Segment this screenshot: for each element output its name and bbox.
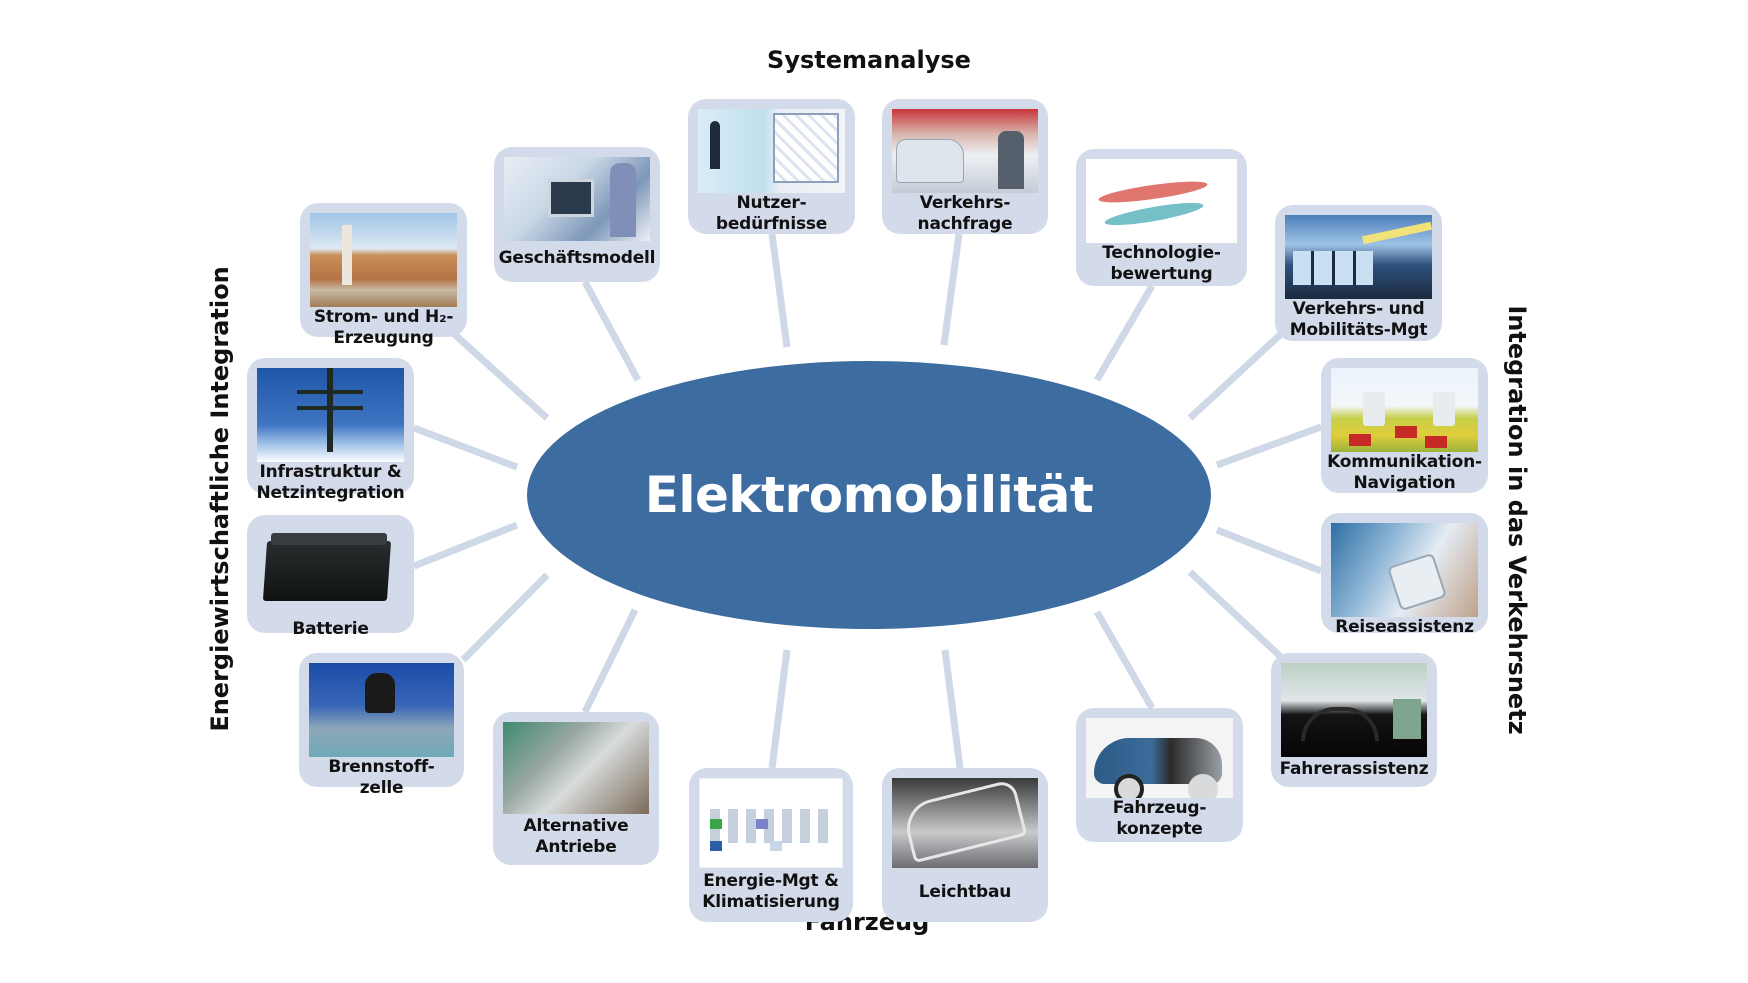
connector-nutzer: [768, 233, 791, 348]
connector-kommunikation: [1215, 423, 1323, 469]
connector-alternative: [581, 608, 639, 714]
node-label: Brennstoff- zelle: [328, 757, 435, 798]
node-fahrzeugkonzepte[interactable]: Fahrzeug- konzepte: [1076, 708, 1243, 842]
group-title-energiewirtschaft: Energiewirtschaftliche Integration: [206, 266, 234, 732]
group-title-fahrzeug: Fahrzeug: [804, 908, 930, 936]
connector-brennstoffzelle: [460, 572, 550, 663]
node-label: Verkehrs- nachfrage: [917, 193, 1013, 234]
group-title-verkehrsnetz: Integration in das Verkehrsnetz: [1503, 305, 1531, 735]
power-pylon-icon: [257, 368, 404, 462]
connector-energiemgt: [768, 649, 791, 769]
engine-icon: [503, 722, 649, 814]
node-verkehrsnachfrage[interactable]: Verkehrs- nachfrage: [882, 99, 1048, 234]
connector-verkehrsmgt: [1187, 330, 1285, 421]
node-label: Leichtbau: [918, 881, 1012, 902]
node-energie-mgt[interactable]: Energie-Mgt & Klimatisierung: [689, 768, 853, 922]
node-label: Alternative Antriebe: [523, 815, 629, 857]
node-label: Infrastruktur & Netzintegration: [256, 462, 405, 503]
connector-geschaeftsmodell: [581, 280, 642, 382]
node-label: Strom- und H₂- Erzeugung: [313, 307, 454, 348]
connector-reiseassistenz: [1215, 526, 1323, 575]
node-label: Fahrzeug- konzepte: [1112, 798, 1207, 839]
driving-simulator-icon: [1281, 663, 1427, 757]
node-batterie[interactable]: Batterie: [247, 515, 414, 639]
node-technologiebewertung[interactable]: Technologie- bewertung: [1076, 149, 1247, 286]
communication-network-icon: [1331, 368, 1478, 452]
connector-leichtbau: [941, 649, 964, 769]
street-traffic-icon: [892, 109, 1038, 193]
node-label: Technologie- bewertung: [1102, 243, 1221, 284]
control-room-icon: [1285, 215, 1432, 299]
node-leichtbau[interactable]: Leichtbau: [882, 768, 1048, 922]
node-label: Verkehrs- und Mobilitäts-Mgt: [1289, 299, 1428, 340]
connector-technologie: [1093, 284, 1156, 382]
node-geschaeftsmodell[interactable]: Geschäftsmodell: [494, 147, 660, 282]
office-laptop-icon: [504, 157, 650, 241]
connector-fahrzeugkonzepte: [1093, 610, 1156, 710]
battery-icon: [257, 525, 404, 619]
node-brennstoffzelle[interactable]: Brennstoff- zelle: [299, 653, 464, 798]
node-label: Nutzer- bedürfnisse: [715, 193, 828, 234]
smartphone-travel-icon: [1331, 523, 1478, 617]
node-label: Batterie: [292, 619, 369, 639]
node-label: Kommunikation- Navigation: [1327, 452, 1482, 493]
connector-batterie: [412, 521, 519, 570]
connector-fahrerassistenz: [1187, 569, 1285, 661]
node-label: Reiseassistenz: [1335, 617, 1474, 637]
node-label: Fahrerassistenz: [1279, 758, 1429, 779]
node-verkehrs-mobilitaets-mgt[interactable]: Verkehrs- und Mobilitäts-Mgt: [1275, 205, 1442, 341]
solar-tower-icon: [310, 213, 457, 307]
group-title-systemanalyse: Systemanalyse: [767, 46, 971, 74]
node-strom-erzeugung[interactable]: Strom- und H₂- Erzeugung: [300, 203, 467, 348]
center-ellipse: [527, 361, 1211, 629]
node-nutzerbeduerfnisse[interactable]: Nutzer- bedürfnisse: [688, 99, 855, 234]
node-fahrerassistenz[interactable]: Fahrerassistenz: [1271, 653, 1437, 787]
car-frame-icon: [892, 778, 1038, 868]
node-infrastruktur[interactable]: Infrastruktur & Netzintegration: [247, 358, 414, 503]
presentation-icon: [698, 109, 845, 193]
block-diagram-icon: [699, 778, 843, 868]
node-label: Energie-Mgt & Klimatisierung: [702, 871, 840, 912]
fuel-cell-icon: [309, 663, 454, 757]
node-reiseassistenz[interactable]: Reiseassistenz: [1321, 513, 1488, 637]
roadmap-chart-icon: [1086, 159, 1237, 243]
concept-car-icon: [1086, 718, 1233, 798]
connector-infrastruktur: [412, 424, 519, 471]
node-kommunikation-navigation[interactable]: Kommunikation- Navigation: [1321, 358, 1488, 493]
node-label: Geschäftsmodell: [498, 248, 656, 268]
node-alternative-antriebe[interactable]: Alternative Antriebe: [493, 712, 659, 865]
connector-strom: [449, 329, 550, 421]
connector-verkehrsnachfrage: [940, 233, 963, 346]
center-label: Elektromobilität: [644, 466, 1094, 524]
